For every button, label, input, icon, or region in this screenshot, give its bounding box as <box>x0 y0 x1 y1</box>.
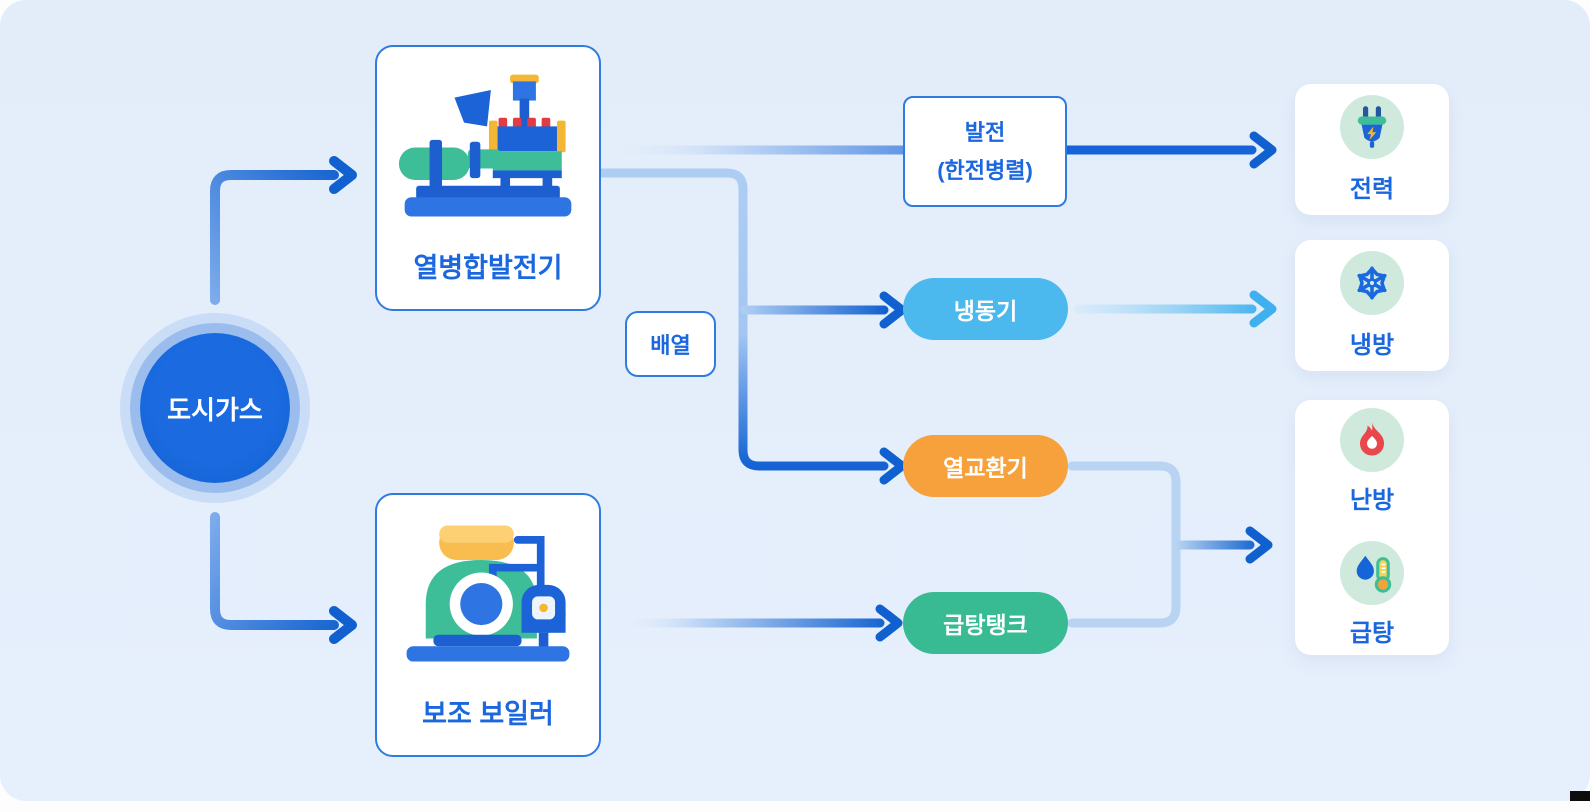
engine-icon <box>398 74 572 216</box>
flame-icon <box>1340 407 1404 472</box>
water-thermometer-icon <box>1340 540 1404 605</box>
aux-boiler-illustration <box>377 495 599 692</box>
hot-water-tank-label: 급탕탱크 <box>943 612 1028 638</box>
city-gas-label: 도시가스 <box>167 394 263 425</box>
chp-generator-label: 열병합발전기 <box>413 253 563 283</box>
hot-water-label: 급탕 <box>1349 619 1395 647</box>
heating-hotwater-output-card: 난방 급탕 <box>1295 400 1449 655</box>
cooling-label: 냉방 <box>1349 332 1395 359</box>
exhaust-heat-label-box: 배열 <box>625 311 716 377</box>
hot-water-output: 급탕 <box>1340 540 1404 648</box>
electricity-output-card: 전력 <box>1295 84 1449 215</box>
electricity-label: 전력 <box>1349 176 1395 203</box>
power-plug-icon <box>1340 95 1404 159</box>
generation-line2: (한전병렬) <box>937 157 1033 183</box>
chp-generator-illustration <box>377 47 599 246</box>
exhaust-heat-label: 배열 <box>650 333 691 358</box>
hot-water-tank-node: 급탕탱크 <box>903 592 1068 654</box>
screenshot-artifact <box>1570 791 1590 801</box>
generation-line1: 발전 <box>964 120 1006 146</box>
snowflake-icon <box>1340 251 1404 315</box>
chp-generator-node: 열병합발전기 <box>375 45 601 311</box>
aux-boiler-label: 보조 보일러 <box>422 699 554 729</box>
heat-exchanger-node: 열교환기 <box>903 435 1068 497</box>
boiler-icon <box>406 525 570 662</box>
cooling-output-card: 냉방 <box>1295 240 1449 371</box>
heat-exchanger-label: 열교환기 <box>943 455 1028 481</box>
chiller-label: 냉동기 <box>953 298 1018 324</box>
city-gas-node: 도시가스 <box>140 333 290 483</box>
aux-boiler-node: 보조 보일러 <box>375 493 601 757</box>
generation-label-box: 발전 (한전병렬) <box>903 96 1067 207</box>
heating-output: 난방 <box>1340 407 1404 515</box>
chiller-node: 냉동기 <box>903 278 1068 340</box>
heating-label: 난방 <box>1349 486 1395 514</box>
